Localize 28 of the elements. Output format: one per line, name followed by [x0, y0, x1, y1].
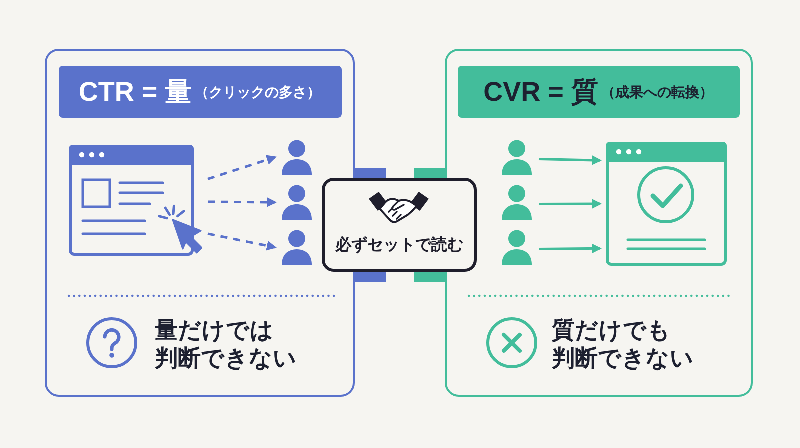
- person-icon: [280, 140, 312, 174]
- header-banner: [58, 66, 342, 118]
- header-subtitle: （クリックの多さ）: [195, 84, 322, 102]
- arrow: [538, 155, 602, 166]
- browser-window-illustration: [606, 142, 726, 266]
- dashed-arrow: [208, 232, 277, 251]
- person-icon: [280, 230, 312, 264]
- person-icon: [500, 230, 532, 264]
- dashed-arrow: [208, 155, 277, 180]
- person-icon: [280, 184, 312, 220]
- browser-window-illustration: [68, 144, 202, 258]
- arrow: [538, 244, 602, 254]
- dashed-arrow: [208, 197, 277, 208]
- note-text: 必ずセットで読む: [336, 234, 464, 256]
- conclusion-text: 量だけでは判断できない: [155, 317, 298, 373]
- connector-bar: [355, 272, 386, 282]
- connector-bar: [414, 168, 445, 178]
- header-title: CTR = 量: [78, 76, 192, 108]
- person-icon: [500, 140, 532, 174]
- arrow: [539, 199, 602, 210]
- header-subtitle: （成果への転換）: [601, 84, 714, 102]
- header-title: CVR = 質: [484, 76, 598, 108]
- connector-bar: [414, 272, 445, 282]
- note-card: [322, 178, 477, 272]
- person-icon: [500, 184, 532, 220]
- header-banner: [458, 66, 740, 118]
- connector-bar: [355, 168, 386, 178]
- conclusion-text: 質だけでも判断できない: [552, 317, 695, 373]
